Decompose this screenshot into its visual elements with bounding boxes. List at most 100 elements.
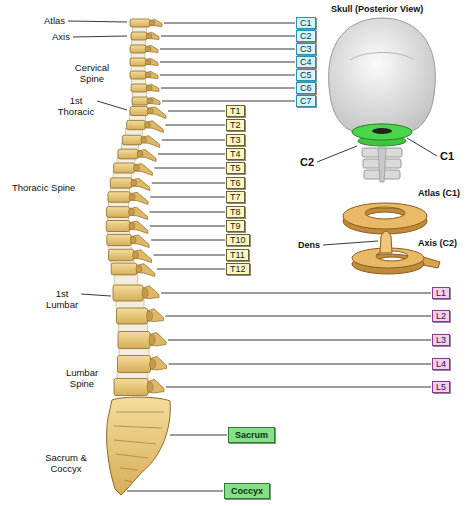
neck-vertebrae (362, 148, 402, 182)
vertebra-label: T3 (230, 135, 241, 145)
vertebral-body (114, 163, 135, 173)
thoracic-box: T3 (226, 134, 245, 146)
vertebra-label: Sacrum (235, 430, 268, 440)
thoracic-box: T5 (226, 162, 245, 174)
transverse-process (147, 311, 153, 321)
vertebra-label: L1 (436, 288, 446, 298)
vertebral-body (117, 308, 148, 324)
vertebra-label: L3 (436, 335, 446, 345)
leader-line (170, 435, 227, 436)
spinous-process (129, 192, 148, 204)
vertebral-body (110, 178, 132, 188)
leader-line (169, 364, 432, 365)
spinous-process (145, 58, 158, 65)
spinous-process (149, 19, 162, 26)
region-label: Lumbar Spine (62, 367, 102, 389)
vertebral-body (108, 192, 130, 203)
spinous-process (146, 32, 159, 39)
vertebral-body (106, 221, 130, 232)
thoracic-box: T1 (226, 105, 245, 117)
vertebra-label: C4 (300, 57, 312, 67)
figure-label: Dens (298, 240, 320, 251)
vertebral-body (107, 234, 131, 245)
vertebral-body (109, 249, 134, 261)
transverse-process (149, 335, 155, 345)
vertebral-body (130, 19, 150, 27)
leader-line (323, 241, 378, 245)
vertebra-label: C7 (300, 96, 312, 106)
cervical-box: C6 (296, 82, 316, 94)
transverse-process (133, 252, 139, 259)
leader-line (149, 212, 225, 213)
sacrum-bone (107, 397, 171, 495)
thoracic-box: T11 (226, 249, 249, 261)
transverse-process (131, 180, 137, 186)
spinous-process (147, 97, 160, 104)
figure-label: C2 (300, 156, 314, 169)
transverse-process (129, 223, 135, 230)
leader-line (81, 294, 111, 296)
leader-line (168, 340, 431, 341)
vertebral-body (130, 71, 146, 79)
sacrum-ridge (114, 412, 164, 482)
thoracic-box: T12 (226, 263, 250, 275)
cervical-box: C7 (296, 95, 316, 107)
transverse-process (136, 265, 142, 272)
leader-line (73, 36, 127, 37)
vertebra-label: T8 (230, 207, 241, 217)
leader-line (127, 491, 223, 492)
transverse-process (137, 151, 143, 157)
vertebral-body (131, 32, 147, 40)
leader-line (166, 387, 431, 388)
spinous-process (150, 356, 167, 370)
leader-line (407, 138, 437, 156)
transverse-process (147, 99, 153, 104)
leader-line (317, 146, 357, 162)
leader-line (154, 255, 226, 256)
spinous-process (378, 148, 386, 182)
vertebra-label: C6 (300, 83, 312, 93)
vertebral-body (118, 356, 151, 373)
vertebral-body (107, 207, 130, 218)
intervertebral-disc (114, 274, 138, 286)
spinous-process (145, 45, 158, 52)
lumbar-box: L5 (432, 381, 450, 393)
thoracic-box: T6 (226, 177, 245, 189)
vertebra-label: T4 (230, 149, 241, 159)
foramen (372, 128, 392, 134)
label-leaders (68, 21, 437, 296)
vertebra-label: T11 (230, 250, 245, 260)
spinous-process (131, 178, 150, 190)
transverse-process (149, 21, 155, 26)
leader-line (150, 226, 225, 227)
cervical-box: C5 (296, 69, 316, 81)
figure-label: C1 (440, 150, 454, 163)
region-label: Cervical Spine (70, 62, 114, 84)
leader-line (161, 36, 295, 37)
spinous-process (130, 235, 149, 248)
vertebra-label: C3 (300, 44, 312, 54)
leader-line (160, 49, 295, 50)
sacral-box: Sacrum (228, 427, 275, 443)
thoracic-box: T8 (226, 206, 245, 218)
transverse-process (129, 194, 135, 200)
vertebral-body (118, 332, 150, 349)
vertebra-label: T6 (230, 178, 241, 188)
vertebra-label: C2 (300, 31, 312, 41)
leader-line (166, 316, 432, 317)
vertebra-label: L2 (436, 311, 446, 321)
figure-label: Axis (C2) (418, 238, 457, 249)
vertebral-body (130, 58, 146, 66)
skull-suture (350, 53, 414, 61)
thoracic-box: T2 (226, 119, 245, 131)
leader-line (154, 168, 225, 169)
leader-line (68, 21, 127, 22)
vertebra-label: T2 (230, 120, 241, 130)
leader-line (161, 293, 431, 294)
transverse-process (142, 288, 148, 298)
transverse-process (146, 34, 152, 39)
spinous-process (147, 107, 166, 119)
transverse-process (145, 60, 151, 65)
vertebra-label: T12 (230, 264, 246, 274)
leader-line (151, 240, 225, 241)
